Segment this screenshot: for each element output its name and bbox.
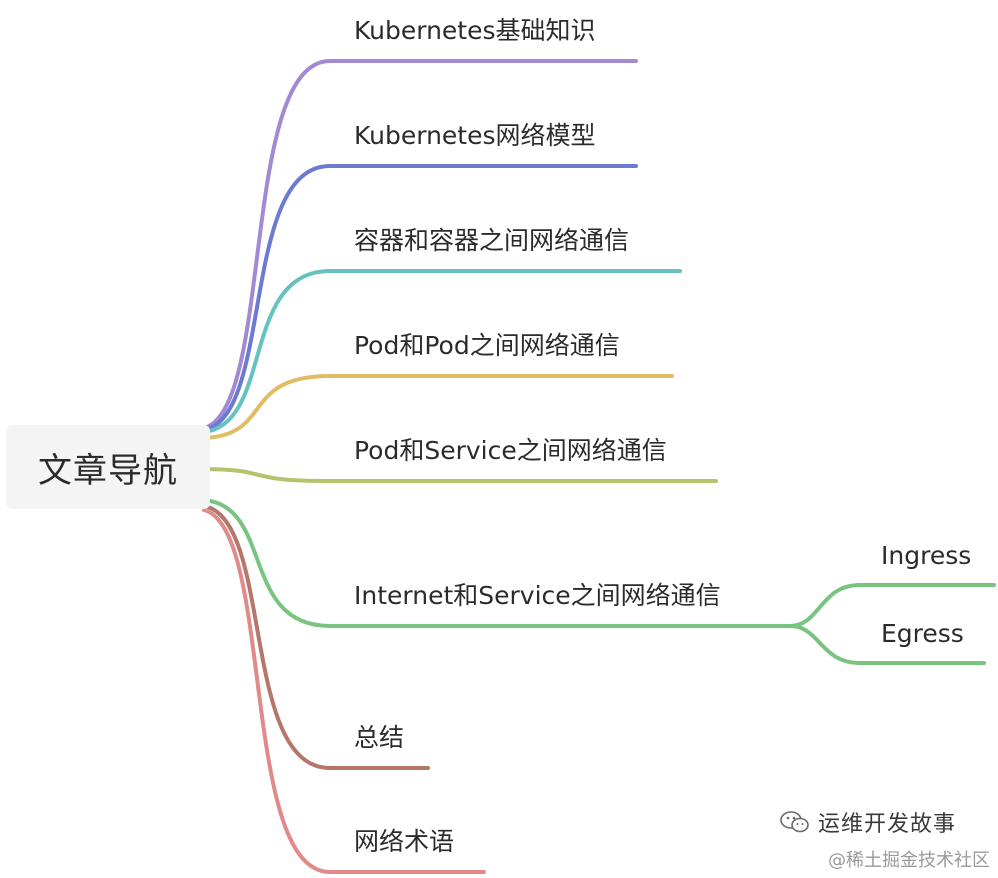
wechat-icon bbox=[780, 811, 809, 833]
child-connector-2 bbox=[788, 624, 986, 665]
child-node-egress[interactable]: Egress bbox=[881, 619, 964, 648]
branch-node-5[interactable]: Pod和Service之间网络通信 bbox=[354, 436, 667, 465]
branch-connector-5 bbox=[202, 467, 718, 483]
branch-node-2[interactable]: Kubernetes网络模型 bbox=[354, 121, 596, 150]
branch-node-4[interactable]: Pod和Pod之间网络通信 bbox=[354, 331, 620, 360]
branch-connector-1 bbox=[202, 59, 638, 430]
branch-node-6[interactable]: Internet和Service之间网络通信 bbox=[354, 581, 721, 610]
root-node[interactable]: 文章导航 bbox=[6, 425, 210, 509]
watermark-header: 运维开发故事 bbox=[780, 806, 956, 838]
branch-connector-4 bbox=[202, 374, 674, 440]
branch-connector-6 bbox=[202, 498, 792, 628]
root-node-label: 文章导航 bbox=[38, 450, 178, 491]
branch-connector-7 bbox=[202, 504, 430, 770]
branch-node-3[interactable]: 容器和容器之间网络通信 bbox=[354, 226, 630, 255]
watermark-title: 运维开发故事 bbox=[817, 812, 956, 837]
child-node-ingress[interactable]: Ingress bbox=[881, 541, 972, 570]
branch-connector-8 bbox=[202, 508, 486, 874]
branch-node-1[interactable]: Kubernetes基础知识 bbox=[354, 16, 596, 45]
branch-connector-3 bbox=[202, 269, 682, 434]
watermark-source: @稀土掘金技术社区 bbox=[828, 850, 990, 871]
branch-connector-2 bbox=[202, 164, 638, 432]
branch-node-8[interactable]: 网络术语 bbox=[354, 827, 455, 856]
branch-node-7[interactable]: 总结 bbox=[354, 723, 405, 752]
watermark: 运维开发故事 @稀土掘金技术社区 bbox=[770, 802, 990, 872]
child-connector-1 bbox=[788, 583, 996, 628]
